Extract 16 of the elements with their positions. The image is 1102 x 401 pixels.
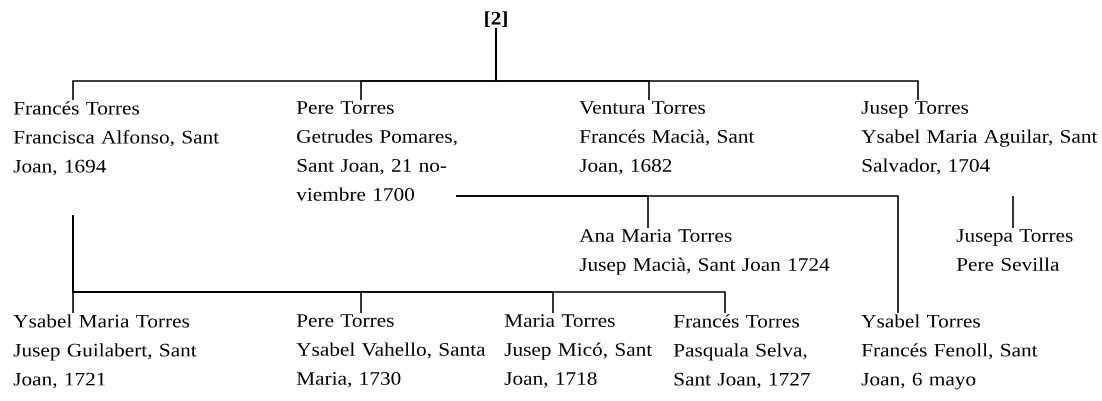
person-entry: Ventura Torres Francés Macià, Sant Joan, 1682 <box>579 101 755 175</box>
person-entry: Ysabel Torres Francés Fenoll, Sant Joan, 6 mayo <box>861 314 1038 390</box>
connector-line <box>72 214 726 314</box>
person-entry: Francés Torres Pasquala Selva, Sant Joan, 1727 <box>673 314 810 389</box>
person-entry: Jusep Torres Ysabel Maria Aguilar, Sant Salvador, 1704 <box>861 101 1098 175</box>
connector-line <box>455 195 899 314</box>
person-entry: Ana Maria Torres Jusep Macià, Sant Joan 1724 <box>579 229 830 275</box>
connector-line <box>495 27 919 101</box>
person-entry: Pere Torres Ysabel Vahello, Santa Maria, 1730 <box>296 314 486 388</box>
person-entry: Jusepa Torres Pere Sevilla <box>956 229 1073 271</box>
heading: [2] <box>485 11 507 27</box>
person-entry: Pere Torres Getrudes Pomares, Sant Joan, 21 no-viembre 1700 <box>296 101 457 201</box>
person-entry: Maria Torres Jusep Micó, Sant Joan, 1718 <box>504 314 653 388</box>
person-entry: Ysabel Maria Torres Jusep Guilabert, Sant Joan, 1721 <box>13 314 197 389</box>
person-entry: Francés Torres Francisca Alfonso, Sant Joan, 1694 <box>13 101 219 176</box>
connector-line <box>1012 195 1014 229</box>
